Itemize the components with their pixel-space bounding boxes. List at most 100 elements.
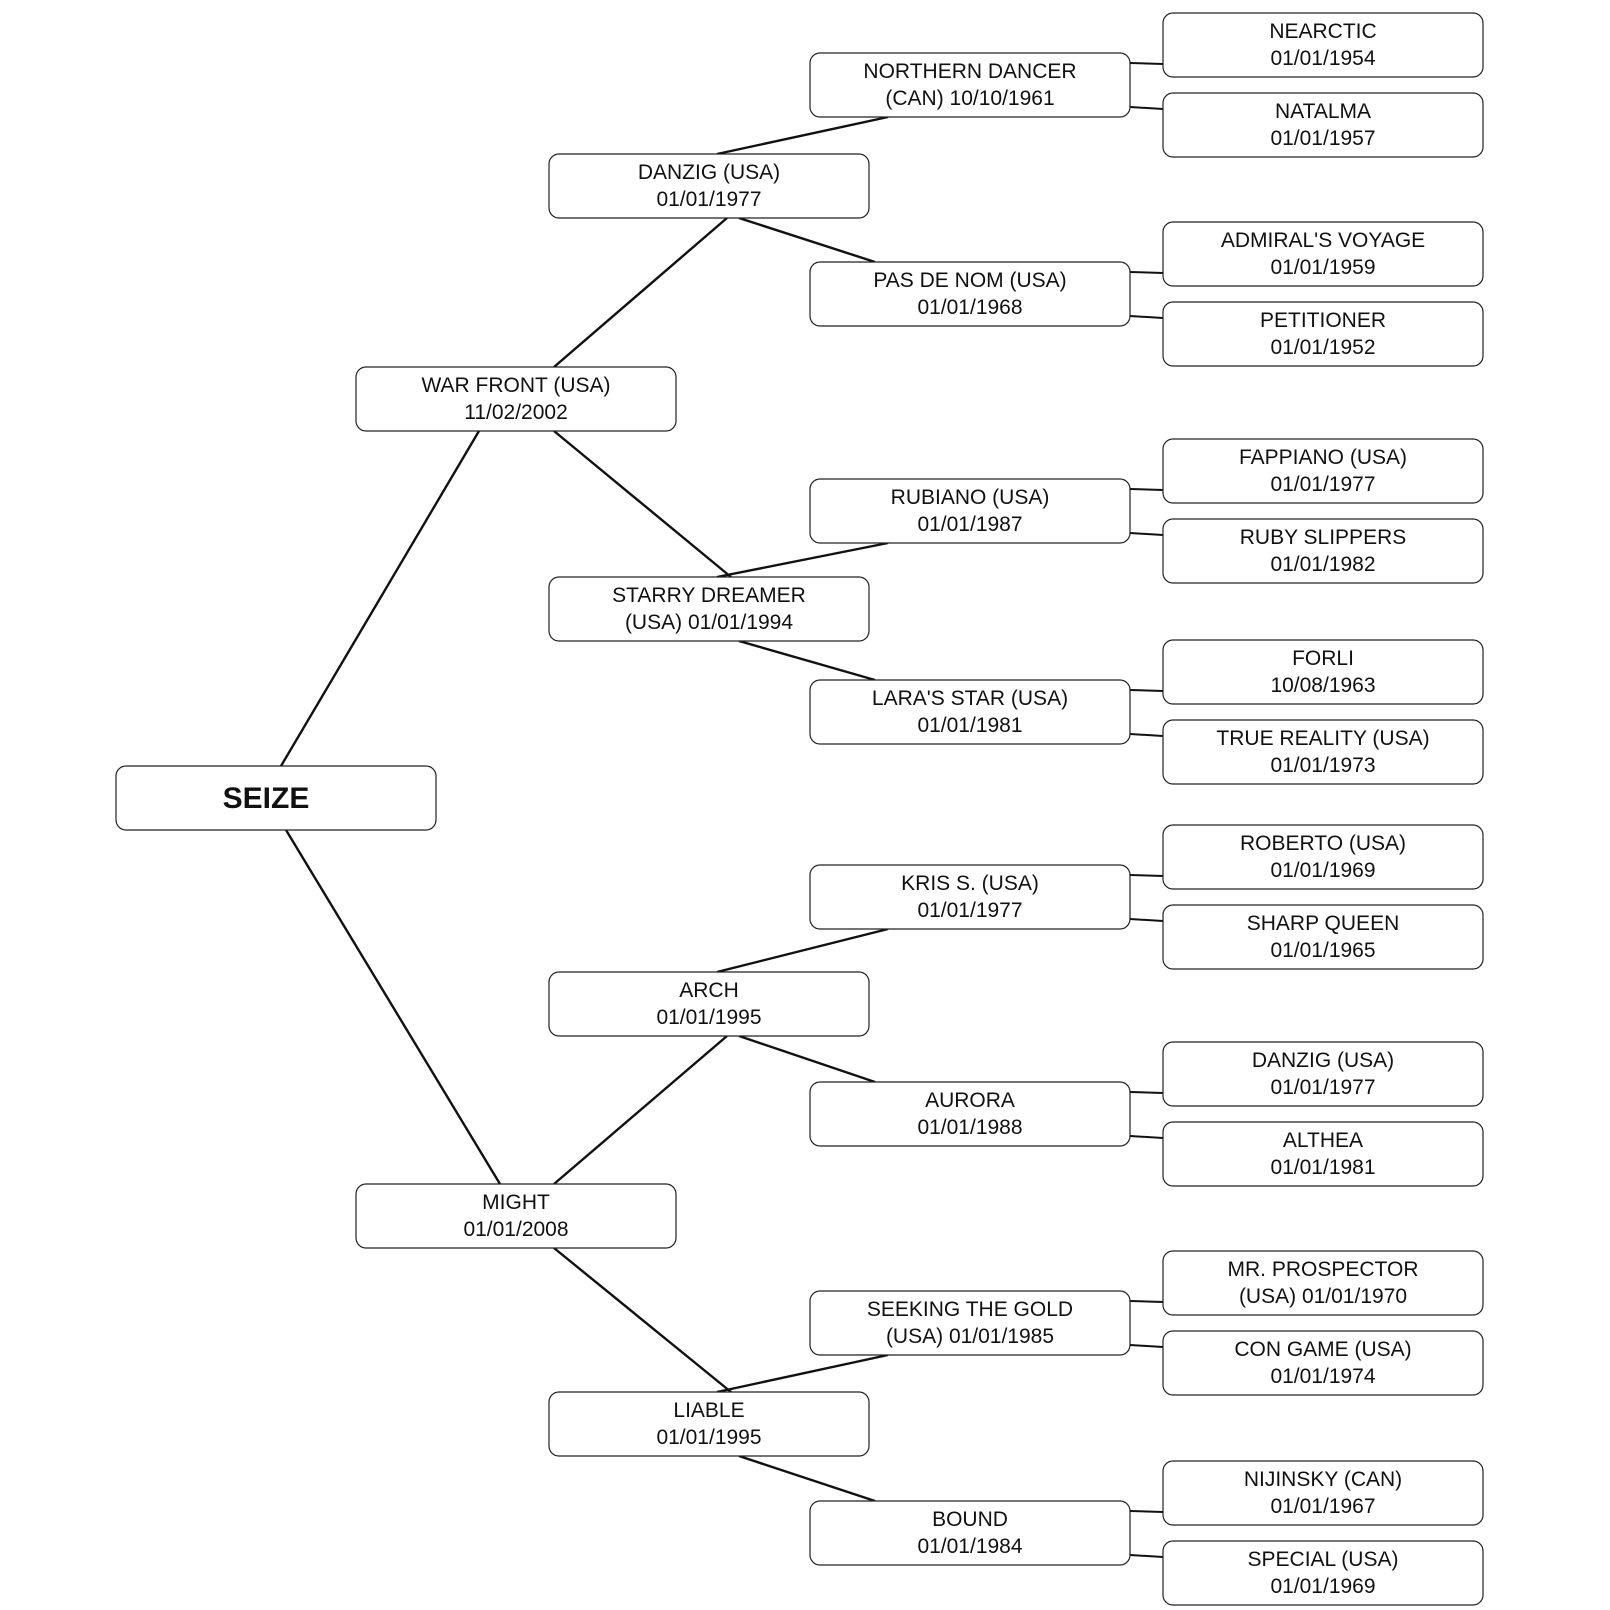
horse-detail: (USA) 01/01/1970 xyxy=(1239,1285,1407,1308)
connector-dd_sire-sire xyxy=(1129,1300,1164,1303)
horse-box-frame xyxy=(1162,719,1484,785)
horse-name: FAPPIANO (USA) xyxy=(1239,446,1407,469)
horse-name: STARRY DREAMER xyxy=(612,584,806,607)
horse-detail: 01/01/1984 xyxy=(917,1535,1022,1558)
horse-detail: 01/01/1969 xyxy=(1270,859,1375,882)
horse-name: RUBIANO (USA) xyxy=(891,486,1050,509)
horse-name: KRIS S. (USA) xyxy=(901,872,1039,895)
horse-box-ss-sire: NORTHERN DANCER(CAN) 10/10/1961 xyxy=(809,52,1131,118)
horse-box-g4-05: FAPPIANO (USA)01/01/1977 xyxy=(1162,438,1484,504)
connector-dd_sire-dam xyxy=(1129,1344,1164,1348)
horse-box-frame xyxy=(1162,1460,1484,1526)
horse-box-sd-sire: RUBIANO (USA)01/01/1987 xyxy=(809,478,1131,544)
horse-box-frame xyxy=(1162,92,1484,158)
horse-box-ds-sire: KRIS S. (USA) 01/01/1977 xyxy=(809,864,1131,930)
horse-detail: 01/01/1967 xyxy=(1270,1495,1375,1518)
connector-sire_dam-dam xyxy=(738,639,876,682)
horse-box-frame xyxy=(1162,301,1484,367)
horse-detail: 01/01/1981 xyxy=(917,714,1022,737)
connector-sire-sire_dam xyxy=(553,430,732,578)
horse-box-frame xyxy=(548,153,870,219)
horse-box-dd-sire: SEEKING THE GOLD(USA) 01/01/1985 xyxy=(809,1290,1131,1356)
horse-detail: 11/02/2002 xyxy=(464,401,568,424)
connector-dam_sire-sire xyxy=(716,927,889,974)
horse-detail: 10/08/1963 xyxy=(1270,674,1375,697)
horse-box-frame xyxy=(355,366,677,432)
connector-sd_dam-sire xyxy=(1129,689,1164,692)
horse-box-frame xyxy=(1162,1121,1484,1187)
horse-box-frame xyxy=(809,864,1131,930)
horse-detail: 01/01/1982 xyxy=(1270,553,1375,576)
horse-box-g4-14: CON GAME (USA) 01/01/1974 xyxy=(1162,1330,1484,1396)
horse-box-sire-sire: DANZIG (USA)01/01/1977 xyxy=(548,153,870,219)
connector-sire_sire-sire xyxy=(716,115,889,156)
connector-ss_dam-sire xyxy=(1129,271,1164,274)
horse-detail: (USA) 01/01/1994 xyxy=(625,611,793,634)
horse-name: RUBY SLIPPERS xyxy=(1240,526,1407,549)
horse-name: MIGHT xyxy=(482,1191,550,1214)
horse-name: PAS DE NOM (USA) xyxy=(873,269,1066,292)
horse-detail: 01/01/1957 xyxy=(1270,127,1375,150)
horse-box-frame xyxy=(1162,639,1484,705)
horse-name: ROBERTO (USA) xyxy=(1240,832,1406,855)
horse-box-frame xyxy=(1162,1330,1484,1396)
horse-box-frame xyxy=(1162,12,1484,78)
horse-detail: 01/01/2008 xyxy=(463,1218,568,1241)
horse-name: NIJINSKY (CAN) xyxy=(1244,1468,1402,1491)
horse-box-ss-dam: PAS DE NOM (USA) 01/01/1968 xyxy=(809,261,1131,327)
horse-box-frame xyxy=(1162,518,1484,584)
horse-detail: 01/01/1977 xyxy=(1270,1076,1375,1099)
connector-sd_dam-dam xyxy=(1129,733,1164,737)
horse-name: NEARCTIC xyxy=(1269,20,1376,43)
horse-box-sire: WAR FRONT (USA)11/02/2002 xyxy=(355,366,677,432)
horse-name: CON GAME (USA) xyxy=(1234,1338,1411,1361)
horse-box-dd-dam: BOUND 01/01/1984 xyxy=(809,1500,1131,1566)
connector-ss_sire-sire xyxy=(1129,62,1164,65)
horse-box-frame xyxy=(809,478,1131,544)
horse-detail: 01/01/1981 xyxy=(1270,1156,1375,1179)
connector-sd_sire-dam xyxy=(1129,532,1164,536)
horse-name: BOUND xyxy=(932,1508,1008,1531)
horse-box-g4-13: MR. PROSPECTOR(USA) 01/01/1970 xyxy=(1162,1250,1484,1316)
horse-box-frame xyxy=(1162,1540,1484,1606)
horse-detail: 01/01/1973 xyxy=(1270,754,1375,777)
horse-detail: 01/01/1977 xyxy=(917,899,1022,922)
horse-name: PETITIONER xyxy=(1260,309,1386,332)
connector-subject-sire xyxy=(279,430,481,767)
connector-dam-dam_sire xyxy=(553,1035,728,1185)
horse-name: ADMIRAL'S VOYAGE xyxy=(1221,229,1425,252)
horse-detail: 01/01/1974 xyxy=(1270,1365,1375,1388)
horse-detail: 01/01/1988 xyxy=(917,1116,1022,1139)
connector-dd_dam-sire xyxy=(1129,1510,1164,1513)
connector-dam_dam-dam xyxy=(738,1454,876,1503)
horse-detail: 01/01/1968 xyxy=(917,296,1022,319)
connector-ds_sire-sire xyxy=(1129,874,1164,877)
horse-box-frame xyxy=(1162,438,1484,504)
horse-box-frame xyxy=(809,679,1131,745)
horse-name: DANZIG (USA) xyxy=(1252,1049,1394,1072)
connector-sire_sire-dam xyxy=(738,216,876,264)
horse-box-frame xyxy=(548,971,870,1037)
horse-box-dam-sire: ARCH 01/01/1995 xyxy=(548,971,870,1037)
horse-box-frame xyxy=(1162,221,1484,287)
pedigree-connectors xyxy=(279,62,1164,1558)
connector-dam_sire-dam xyxy=(738,1034,876,1084)
connector-sire_dam-sire xyxy=(716,541,889,579)
horse-box-sd-dam: LARA'S STAR (USA)01/01/1981 xyxy=(809,679,1131,745)
horse-box-g4-09: ROBERTO (USA) 01/01/1969 xyxy=(1162,824,1484,890)
horse-box-sire-dam: STARRY DREAMER (USA) 01/01/1994 xyxy=(548,576,870,642)
horse-box-g4-15: NIJINSKY (CAN) 01/01/1967 xyxy=(1162,1460,1484,1526)
connector-ss_sire-dam xyxy=(1129,106,1164,110)
horse-name: ARCH xyxy=(679,979,739,1002)
horse-name: NORTHERN DANCER xyxy=(863,60,1076,83)
horse-detail: 01/01/1995 xyxy=(656,1006,761,1029)
horse-name: DANZIG (USA) xyxy=(638,161,780,184)
connector-sd_sire-sire xyxy=(1129,488,1164,491)
